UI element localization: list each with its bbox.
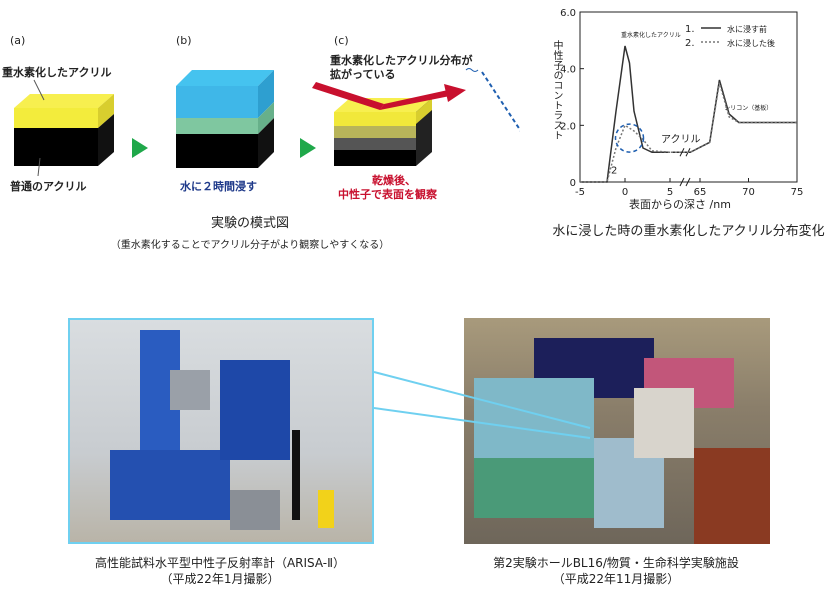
panel-c-top-label-1: 重水素化したアクリル分布が xyxy=(330,54,473,67)
panel-a-top-label: 重水素化したアクリル xyxy=(2,66,112,79)
chart-ylabel: 中性子のコントラスト xyxy=(551,40,562,140)
highlight-circle xyxy=(614,123,645,153)
x-tick-label: 5 xyxy=(667,187,673,198)
y-tick-label: 6.0 xyxy=(560,8,576,19)
chart-caption: 水に浸した時の重水素化したアクリル分布変化 xyxy=(552,224,825,239)
arisa-photo xyxy=(68,318,374,544)
green-arrow-icon xyxy=(300,138,316,158)
x-tick-label: 75 xyxy=(791,187,804,198)
legend-entry: 水に浸した後 xyxy=(727,38,775,48)
left-photo-caption-1: 高性能試料水平型中性子反射率計（ARISA-Ⅱ） xyxy=(94,556,346,570)
panel-b-tag: (b) xyxy=(176,34,192,47)
red-arrowhead-icon xyxy=(444,84,466,102)
y-tick-label: 4.0 xyxy=(560,65,576,76)
panel-b-label: 水に２時間浸す xyxy=(180,180,257,193)
schematic-diagram xyxy=(14,68,520,177)
x-tick-label: 0 xyxy=(622,187,628,198)
panel-c-block xyxy=(334,98,432,166)
incident-beam-icon xyxy=(312,82,384,110)
reflected-beam-icon xyxy=(380,90,450,110)
right-photo-caption-2: （平成22年11月撮影） xyxy=(552,572,680,586)
green-arrow-icon xyxy=(132,138,148,158)
acryl-annotation: アクリル xyxy=(661,133,701,145)
x-tick-label: 70 xyxy=(742,187,755,198)
mark-2: 2 xyxy=(611,166,617,177)
legend-number: 2. xyxy=(685,38,695,49)
diagram-subcaption: （重水素化することでアクリル分子がより観察しやすくなる） xyxy=(110,240,390,251)
panel-c-top-label-2: 拡がっている xyxy=(330,68,396,81)
panel-c-tag: (c) xyxy=(334,34,349,47)
series-line-2 xyxy=(580,124,671,183)
right-photo-caption-1: 第2実験ホールBL16/物質・生命科学実験施設 xyxy=(493,556,739,570)
y-tick-label: 0 xyxy=(570,178,576,189)
silicon-annotation: シリコン（基板） xyxy=(724,104,772,112)
legend-number: 1. xyxy=(685,24,695,35)
diagram-caption: 実験の模式図 xyxy=(210,216,289,231)
left-photo-caption-2: （平成22年1月撮影） xyxy=(160,572,280,586)
panel-a-bottom-label: 普通のアクリル xyxy=(10,180,87,193)
experiment-hall-photo xyxy=(464,318,770,544)
chart-xlabel: 表面からの深さ /nm xyxy=(629,198,731,211)
panel-a-block xyxy=(14,94,114,166)
panel-c-bottom-label-2: 中性子で表面を観察 xyxy=(338,188,437,201)
y-tick-label: 2.0 xyxy=(560,121,576,132)
x-tick-label: -5 xyxy=(575,187,585,198)
x-tick-label: 65 xyxy=(694,187,707,198)
legend-entry: 水に浸す前 xyxy=(727,24,767,34)
series-line-2 xyxy=(670,82,797,153)
callout-lines xyxy=(373,371,591,439)
dashed-pointer-arrow xyxy=(481,71,520,132)
panel-a-tag: (a) xyxy=(10,34,26,47)
axis-break-mark xyxy=(679,177,691,187)
panel-c-bottom-label-1: 乾燥後、 xyxy=(372,174,416,187)
panel-b-block xyxy=(176,70,274,168)
series-line-1 xyxy=(580,45,670,183)
peak-annotation: 重水素化したアクリル xyxy=(621,31,681,39)
